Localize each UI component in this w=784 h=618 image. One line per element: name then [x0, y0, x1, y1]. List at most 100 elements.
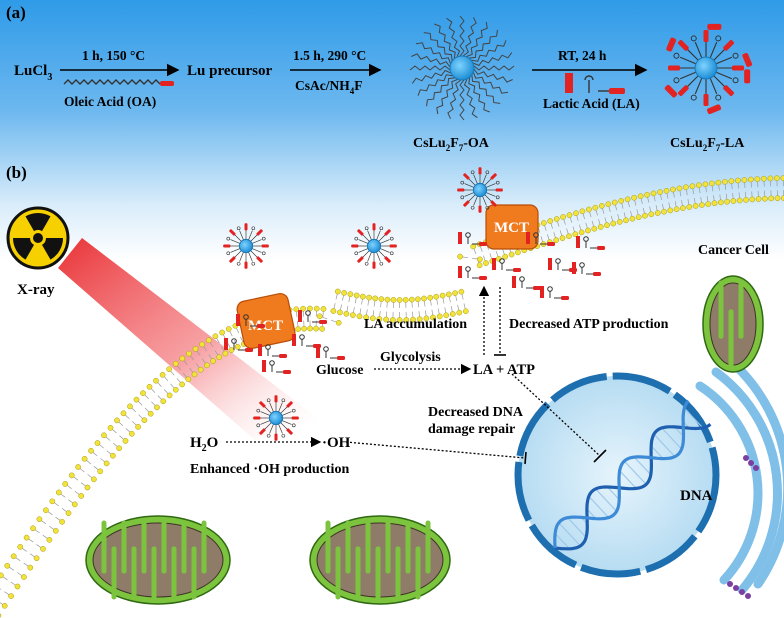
la-ligand-stalk	[379, 239, 390, 244]
la-ligand-loop	[673, 77, 680, 84]
la-ligand-stalk	[233, 233, 242, 242]
lipid-head	[52, 527, 59, 534]
la-ligand-stalk	[715, 71, 733, 80]
lipid-head	[774, 195, 781, 202]
la-ligand-stalk	[467, 177, 476, 186]
la-ligand-stalk	[378, 233, 387, 242]
la-ligand-loop	[732, 52, 739, 59]
lipid-head	[462, 308, 469, 315]
lactate-loop	[265, 344, 271, 350]
la-ligand-stalk	[280, 405, 289, 414]
la-ligand-loop	[364, 226, 369, 231]
lipid-head	[154, 404, 160, 411]
lipid-head	[94, 440, 101, 446]
lipid-head	[390, 317, 396, 323]
enhanced-oh-label: Enhanced ·OH production	[190, 462, 349, 477]
lipid-head	[616, 219, 623, 225]
la-ligand-stalk	[361, 233, 370, 242]
dna-strand-a	[554, 422, 712, 551]
lipid-head	[55, 489, 62, 496]
la-ligand-stalk	[263, 405, 272, 414]
lipid-head	[768, 195, 775, 202]
lipid-head	[547, 218, 554, 224]
lipid-head	[301, 325, 307, 332]
lactate-loop	[243, 314, 249, 320]
la-ligand-stalk	[378, 250, 387, 259]
la-ligand-stalk	[281, 411, 292, 416]
lipid-head	[476, 262, 483, 269]
lipid-head	[222, 350, 229, 357]
lactate-head	[283, 370, 291, 374]
la-ligand-head	[495, 188, 503, 192]
lipid-head	[705, 201, 712, 207]
lipid-head	[483, 260, 489, 266]
lipid-head	[91, 476, 97, 483]
la-ligand-stalk	[485, 183, 496, 188]
step3-condition: RT, 24 h	[558, 48, 607, 63]
la-ligand-loop	[226, 236, 231, 241]
lipid-head	[350, 312, 356, 318]
la-ligand-head	[244, 223, 248, 231]
lipid-head	[439, 292, 446, 299]
lipid-head	[618, 198, 625, 204]
lipid-head	[293, 306, 300, 313]
lipid-head	[610, 220, 617, 227]
lactate-loop	[547, 286, 553, 292]
oa-ligand-chain	[459, 15, 465, 57]
step1-reagent: Oleic Acid (OA)	[64, 94, 156, 109]
la-ligand-loop	[673, 52, 680, 59]
lipid-head	[755, 196, 762, 202]
lipid-head	[635, 214, 642, 221]
lipid-head	[736, 197, 743, 204]
la-ligand-stalk	[715, 56, 733, 65]
la-ligand-head	[286, 428, 293, 435]
lipid-head	[33, 555, 40, 562]
lipid-head	[8, 593, 14, 599]
la-ligand-loop	[389, 251, 394, 256]
lipid-head	[433, 293, 440, 300]
la-ligand-stalk	[713, 47, 727, 61]
lipid-head	[307, 325, 313, 332]
la-ligand-head	[253, 416, 261, 420]
lactate-bar	[292, 334, 296, 346]
dna-base-pair	[633, 456, 652, 476]
la-ligand-head	[463, 200, 470, 207]
lipid-head	[586, 206, 592, 213]
lipid-head	[166, 392, 173, 399]
lipid-head	[692, 203, 699, 209]
lipid-head	[403, 317, 410, 323]
lipid-head	[657, 189, 663, 195]
inhibit-dna-repair-bar	[593, 449, 607, 463]
lipid-head	[197, 366, 204, 373]
lactate-bar	[236, 314, 240, 326]
oa-ligand-chain	[409, 65, 451, 71]
lipid-head	[637, 193, 644, 200]
lipid-head	[402, 297, 409, 303]
lipid-head	[456, 309, 463, 316]
lipid-head	[559, 235, 566, 241]
cancer-cell-label: Cancer Cell	[698, 243, 769, 258]
la-ligand-head	[291, 416, 299, 420]
lipid-head	[71, 501, 78, 508]
lipid-head	[774, 175, 780, 182]
free-lactate-fragment	[707, 104, 722, 115]
la-ligand-stalk	[239, 251, 244, 262]
lipid-head	[313, 325, 319, 332]
lipid-head	[415, 296, 421, 303]
la-ligand-stalk	[685, 75, 699, 89]
lipid-head	[17, 544, 24, 550]
la-ligand-loop	[256, 423, 261, 428]
la-ligand-loop	[236, 261, 241, 266]
la-ligand-stalk	[484, 177, 493, 186]
lipid-head	[623, 217, 629, 224]
lipid-head	[572, 231, 579, 238]
la-ligand-loop	[256, 408, 261, 413]
la-ligand-head	[457, 188, 465, 192]
la-ligand-stalk	[685, 47, 699, 61]
la-ligand-stalk	[233, 250, 242, 259]
lipid-head	[172, 386, 179, 393]
lipid-head	[390, 297, 397, 303]
radiation-blade	[25, 212, 51, 232]
lipid-head	[147, 410, 154, 417]
lactate-loop	[269, 360, 275, 366]
